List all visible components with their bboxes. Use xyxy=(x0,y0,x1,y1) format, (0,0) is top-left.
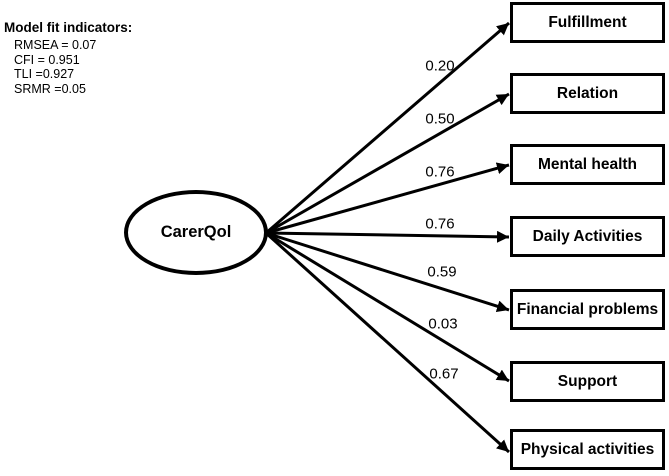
indicator-label: Physical activities xyxy=(520,440,655,458)
indicator-box-relation: Relation xyxy=(510,73,665,114)
fit-line-cfi: CFI = 0.951 xyxy=(14,52,80,67)
model-fit-title: Model fit indicators: xyxy=(4,20,133,35)
path-arrow-support xyxy=(265,231,510,383)
path-arrow-daily-activities xyxy=(265,230,510,243)
indicator-label: Mental health xyxy=(537,155,638,173)
indicator-label: Support xyxy=(557,372,618,390)
indicator-label: Relation xyxy=(556,84,619,102)
indicator-box-support: Support xyxy=(510,361,665,402)
path-arrow-fulfillment xyxy=(265,21,510,235)
indicator-box-physical-activities: Physical activities xyxy=(510,429,665,470)
loading-label-support: 0.03 xyxy=(428,315,458,333)
latent-node-label: CarerQol xyxy=(160,223,232,241)
indicator-box-financial-problems: Financial problems xyxy=(510,289,665,330)
fit-line-tli: TLI =0.927 xyxy=(14,67,75,81)
loading-label-relation: 0.50 xyxy=(425,110,455,128)
path-arrow-financial-problems xyxy=(265,231,510,313)
indicator-label: Fulfillment xyxy=(548,13,627,31)
loading-label-mental-health: 0.76 xyxy=(425,163,455,181)
fit-line-srmr: SRMR =0.05 xyxy=(14,81,86,96)
indicator-label: Daily Activities xyxy=(532,227,643,245)
path-arrow-physical-activities xyxy=(264,231,511,454)
fit-line-rmsea: RMSEA = 0.07 xyxy=(14,38,97,52)
indicator-box-mental-health: Mental health xyxy=(510,144,665,185)
loading-label-fulfillment: 0.20 xyxy=(425,57,455,75)
indicator-label: Financial problems xyxy=(516,300,659,318)
latent-node-carerqol: CarerQol xyxy=(124,190,268,275)
indicator-box-daily-activities: Daily Activities xyxy=(510,216,665,257)
path-arrow-mental-health xyxy=(265,162,510,235)
loading-label-daily-activities: 0.76 xyxy=(425,215,455,233)
path-arrow-relation xyxy=(265,92,510,235)
loading-label-financial-problems: 0.59 xyxy=(427,263,457,281)
model-fit-block: Model fit indicators: RMSEA = 0.07 CFI =… xyxy=(4,20,132,96)
loading-label-physical-activities: 0.67 xyxy=(429,365,459,383)
indicator-box-fulfillment: Fulfillment xyxy=(510,2,665,43)
